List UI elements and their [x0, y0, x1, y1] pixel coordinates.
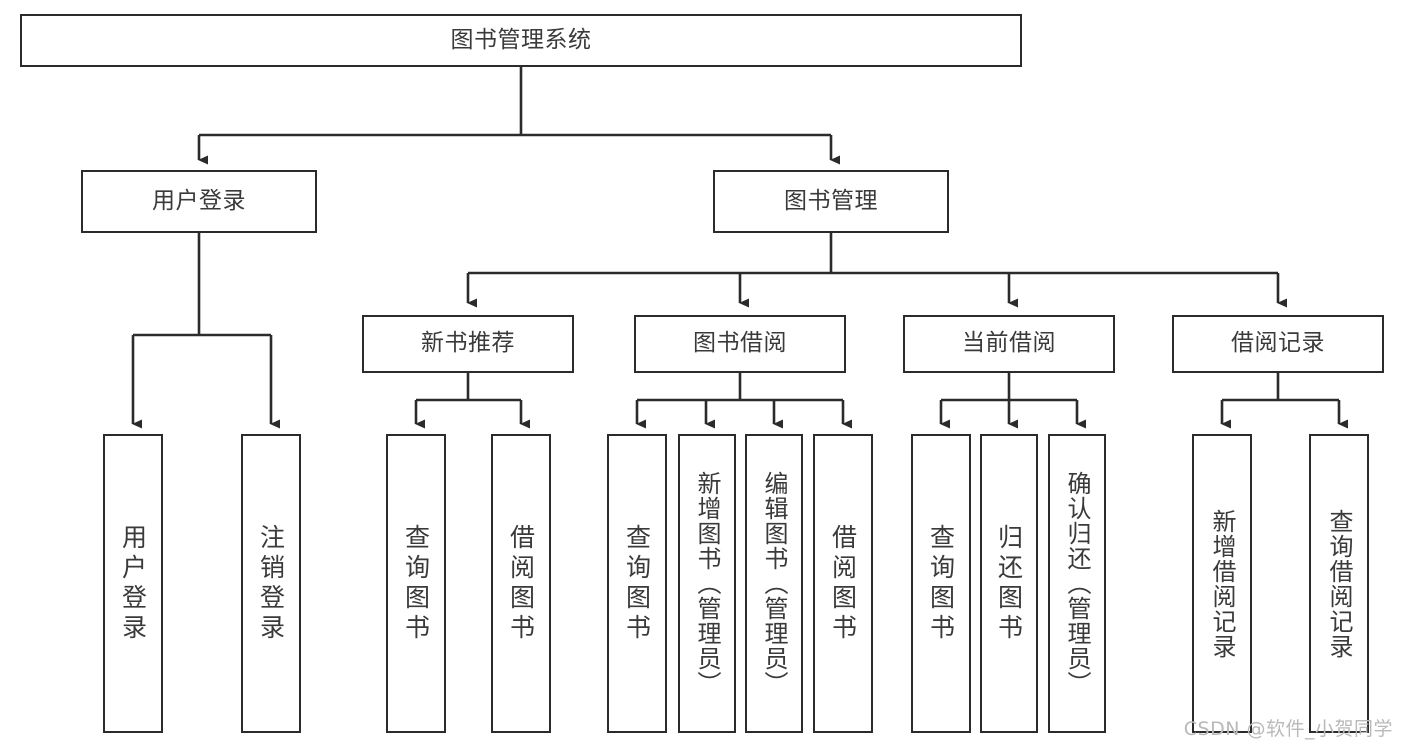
node-book-borrow-label: 图书借阅: [693, 330, 787, 357]
node-leaf-add-book[interactable]: 新增图书（管理员）: [678, 434, 736, 733]
node-leaf-logout-label: 注销登录: [256, 523, 286, 644]
node-borrow-record-label: 借阅记录: [1231, 330, 1325, 357]
node-leaf-query-record-label: 查询借阅记录: [1325, 508, 1353, 659]
node-leaf-confirm-return-label: 确认归还（管理员）: [1063, 471, 1091, 696]
node-leaf-return-book[interactable]: 归还图书: [980, 434, 1038, 733]
edge-root-to-level2: [197, 67, 840, 165]
node-leaf-query-book-1[interactable]: 查询图书: [386, 434, 446, 733]
node-current-borrow[interactable]: 当前借阅: [903, 315, 1115, 373]
node-leaf-edit-book[interactable]: 编辑图书（管理员）: [745, 434, 803, 733]
node-current-borrow-label: 当前借阅: [962, 330, 1056, 357]
edge-currentborrow-to-leaves: [939, 373, 1086, 429]
node-new-book-recommend-label: 新书推荐: [421, 330, 515, 357]
edge-bookmanage-to-level3: [466, 233, 1287, 308]
node-leaf-confirm-return[interactable]: 确认归还（管理员）: [1048, 434, 1106, 733]
node-leaf-query-book-3[interactable]: 查询图书: [911, 434, 971, 733]
node-leaf-borrow-book-1[interactable]: 借阅图书: [491, 434, 551, 733]
node-leaf-query-book-2[interactable]: 查询图书: [607, 434, 667, 733]
node-leaf-borrow-book-2-label: 借阅图书: [828, 523, 858, 644]
node-leaf-return-book-label: 归还图书: [994, 523, 1024, 644]
node-leaf-borrow-book-2[interactable]: 借阅图书: [813, 434, 873, 733]
node-book-manage[interactable]: 图书管理: [713, 170, 949, 233]
node-root-label: 图书管理系统: [450, 26, 592, 53]
node-new-book-recommend[interactable]: 新书推荐: [362, 315, 574, 373]
edge-bookborrow-to-leaves: [635, 373, 852, 429]
node-user-login-label: 用户登录: [152, 187, 246, 214]
node-book-manage-label: 图书管理: [784, 187, 878, 214]
edge-userlogin-to-leaves: [131, 233, 280, 429]
node-leaf-logout[interactable]: 注销登录: [241, 434, 301, 733]
node-leaf-borrow-book-1-label: 借阅图书: [506, 523, 536, 644]
node-leaf-add-record-label: 新增借阅记录: [1208, 508, 1236, 659]
node-leaf-query-book-3-label: 查询图书: [926, 523, 956, 644]
node-leaf-edit-book-label: 编辑图书（管理员）: [760, 471, 788, 696]
node-leaf-user-login[interactable]: 用户登录: [103, 434, 163, 733]
node-borrow-record[interactable]: 借阅记录: [1172, 315, 1384, 373]
node-leaf-add-book-label: 新增图书（管理员）: [693, 471, 721, 696]
node-book-borrow[interactable]: 图书借阅: [634, 315, 846, 373]
node-leaf-user-login-label: 用户登录: [118, 523, 148, 644]
node-leaf-query-book-1-label: 查询图书: [401, 523, 431, 644]
node-leaf-query-record[interactable]: 查询借阅记录: [1309, 434, 1369, 733]
edge-newbook-to-leaves: [414, 373, 530, 429]
node-leaf-query-book-2-label: 查询图书: [622, 523, 652, 644]
node-leaf-add-record[interactable]: 新增借阅记录: [1192, 434, 1252, 733]
edge-borrowrecord-to-leaves: [1220, 373, 1348, 429]
node-user-login[interactable]: 用户登录: [81, 170, 317, 233]
node-root[interactable]: 图书管理系统: [20, 14, 1022, 67]
